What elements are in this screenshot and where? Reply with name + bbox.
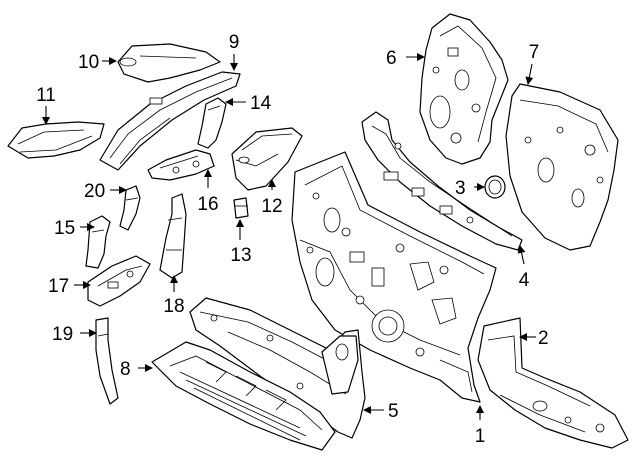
- callout-17: 17: [48, 276, 69, 297]
- part-1-dash-panel: [291, 151, 497, 403]
- part-3-grommet: [484, 175, 506, 199]
- callout-1: 1: [475, 426, 486, 447]
- part-13-clip: [233, 197, 249, 219]
- part-7-outer-insulator: [505, 83, 619, 251]
- part-5-cowl-panel: [189, 297, 366, 439]
- part-17-bracket: [87, 255, 151, 307]
- part-8-cowl-grille: [151, 341, 336, 451]
- callout-15: 15: [54, 218, 75, 239]
- part-18-duct: [159, 193, 187, 279]
- part-6-dash-insulator: [419, 13, 509, 165]
- part-20-duct: [119, 185, 141, 231]
- callout-13: 13: [230, 245, 251, 266]
- callout-14: 14: [250, 93, 272, 114]
- part-2-insulator: [477, 317, 629, 449]
- callout-4: 4: [519, 270, 530, 291]
- leader-lines: [42, 53, 536, 420]
- callout-9: 9: [229, 32, 240, 53]
- callout-labels: 1 2 3 4 5 6 7 8 9 10 11 12 13 14 15 16 1…: [36, 32, 548, 447]
- callout-2: 2: [538, 328, 549, 349]
- callout-19: 19: [52, 324, 73, 345]
- leader-7: [525, 63, 534, 85]
- part-19-long-duct: [95, 317, 119, 405]
- callout-12: 12: [261, 196, 282, 217]
- part-9-cowl-upper: [99, 71, 241, 171]
- leader-4: [517, 245, 526, 265]
- callout-3: 3: [455, 178, 466, 199]
- callout-7: 7: [529, 42, 540, 63]
- callout-5: 5: [388, 401, 399, 422]
- callout-8: 8: [120, 359, 131, 380]
- part-10-top-cover: [117, 43, 221, 83]
- part-14-duct: [197, 97, 227, 149]
- callout-6: 6: [386, 48, 397, 69]
- callout-16: 16: [197, 194, 218, 215]
- callout-11: 11: [36, 85, 56, 106]
- part-4-cowl-reinforcement: [361, 111, 523, 251]
- part-12-filter-housing: [231, 127, 303, 191]
- part-15-bracket: [85, 215, 111, 269]
- callout-10: 10: [78, 52, 99, 73]
- part-16-bracket: [147, 149, 215, 181]
- part-11-left-pad: [7, 121, 105, 159]
- callout-18: 18: [163, 296, 184, 317]
- callout-20: 20: [84, 181, 105, 202]
